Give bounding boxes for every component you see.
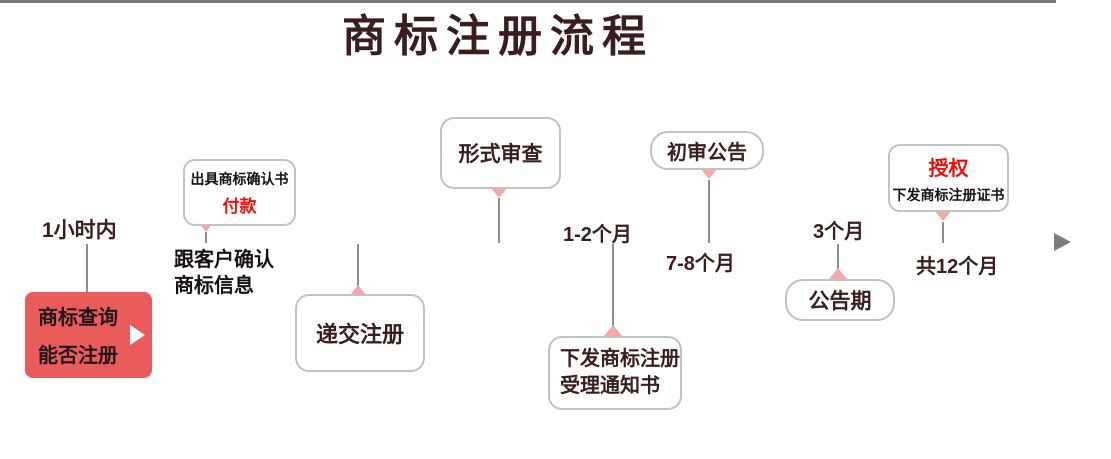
- stage-submit-box: 递交注册: [295, 294, 425, 372]
- pointer-up-icon: [349, 285, 367, 296]
- duration-total-12-months: 共12个月: [916, 256, 999, 278]
- stage-announcement-period-box: 公告期: [785, 279, 895, 321]
- pointer-down-icon: [700, 168, 718, 179]
- query-line2: 能否注册: [38, 345, 118, 367]
- confirm-note-line2: 商标信息: [174, 275, 254, 297]
- page-title: 商标注册流程: [342, 12, 654, 61]
- duration-1-2-months: 1-2个月: [563, 224, 632, 246]
- connector-confirmation: [205, 232, 207, 243]
- play-icon: [130, 325, 145, 345]
- connector-announcement-period: [837, 244, 839, 270]
- pointer-down-icon: [197, 221, 215, 232]
- stage-initial-announcement-box: 初审公告: [650, 131, 764, 170]
- pointer-up-icon: [829, 268, 847, 279]
- pointer-up-icon: [604, 325, 622, 336]
- connector-formal-review: [498, 198, 500, 243]
- query-line1: 商标查询: [38, 307, 118, 329]
- timeline-axis: [0, 0, 1056, 3]
- connector-submit: [357, 244, 359, 287]
- stage-confirmation-box: 出具商标确认书 付款: [183, 159, 296, 226]
- connector-query: [86, 244, 88, 292]
- stage-grant-box: 授权 下发商标注册证书: [888, 144, 1009, 212]
- timeline-arrow-icon: [1054, 233, 1071, 251]
- stage-query-box: 商标查询 能否注册: [25, 292, 152, 378]
- connector-initial-announcement: [708, 180, 710, 243]
- duration-within-1-hour: 1小时内: [42, 219, 117, 242]
- duration-3-months: 3个月: [813, 221, 865, 243]
- pointer-down-icon: [490, 187, 508, 198]
- acceptance-notice-line2: 受理通知书: [560, 375, 660, 397]
- stage-formal-review-box: 形式审查: [440, 117, 561, 189]
- confirm-note-line1: 跟客户确认: [174, 249, 274, 271]
- stage-acceptance-notice-box: 下发商标注册 受理通知书: [548, 336, 682, 410]
- grant-certificate-label: 下发商标注册证书: [892, 186, 1005, 203]
- pointer-down-icon: [934, 210, 952, 221]
- confirmation-line1: 出具商标确认书: [190, 170, 289, 187]
- grant-label: 授权: [928, 157, 969, 180]
- confirmation-payment-label: 付款: [222, 196, 257, 216]
- acceptance-notice-line1: 下发商标注册: [560, 348, 680, 370]
- confirm-note: 跟客户确认 商标信息: [174, 247, 274, 299]
- connector-acceptance-notice: [612, 244, 614, 326]
- duration-7-8-months: 7-8个月: [666, 253, 735, 275]
- connector-grant: [942, 222, 944, 243]
